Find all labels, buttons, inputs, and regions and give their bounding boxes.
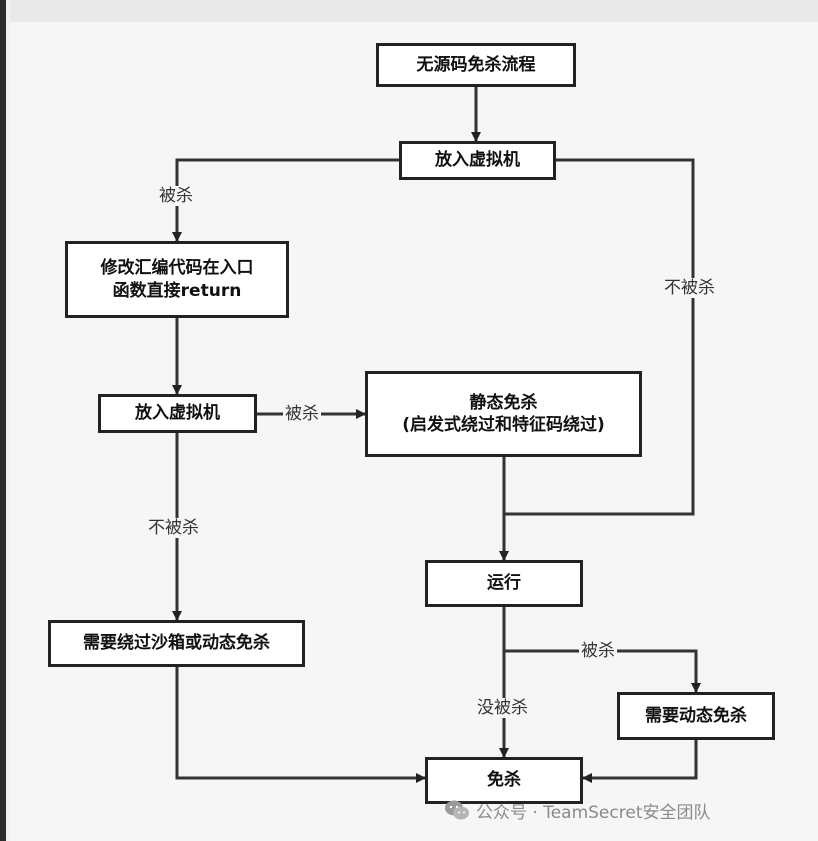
node-start-label: 无源码免杀流程 [416,54,536,75]
edge-vm1-run [504,158,695,516]
node-static-evasion: 静态免杀 (启发式绕过和特征码绕过) [365,371,642,457]
edge-label-run-not-killed: 没被杀 [475,698,530,718]
node-static-line2: (启发式绕过和特征码绕过) [402,415,605,435]
node-static-line1: 静态免杀 [469,392,538,413]
window-top-strip [0,0,818,22]
edge-vm1-modify [172,158,399,242]
node-run: 运行 [425,560,583,607]
node-run-label: 运行 [487,573,521,594]
node-vm1-label: 放入虚拟机 [435,150,520,171]
node-end: 免杀 [425,757,583,804]
node-modify-line1: 修改汇编代码在入口 [100,258,254,279]
wechat-icon [445,800,469,820]
node-modify-line2: 函数直接return [112,280,242,301]
node-sandbox-label: 需要绕过沙箱或动态免杀 [83,633,270,654]
edge-label-run-killed: 被杀 [579,641,617,661]
watermark-text: 公众号 · TeamSecret安全团队 [476,802,711,823]
node-modify-asm: 修改汇编代码在入口 函数直接return [65,241,289,318]
edge-sandbox-end [175,667,426,783]
node-end-label: 免杀 [487,770,521,791]
node-vm1: 放入虚拟机 [399,141,556,180]
node-dynamic-evasion: 需要动态免杀 [617,692,775,740]
node-vm2: 放入虚拟机 [98,394,257,433]
node-dynamic-label: 需要动态免杀 [645,705,747,726]
edge-label-vm2-killed: 被杀 [283,404,321,424]
node-sandbox: 需要绕过沙箱或动态免杀 [48,620,305,667]
edge-label-vm1-not-killed: 不被杀 [662,278,717,298]
node-vm2-label: 放入虚拟机 [135,403,220,424]
edge-label-vm2-not-killed: 不被杀 [146,518,201,538]
window-left-edge [0,0,6,841]
edge-label-vm1-killed: 被杀 [157,186,195,206]
edge-run-dynamic [504,649,701,693]
watermark: 公众号 · TeamSecret安全团队 [444,796,710,824]
window-left-gap [6,0,10,841]
edge-dynamic-end [582,740,698,783]
node-start: 无源码免杀流程 [376,43,576,87]
